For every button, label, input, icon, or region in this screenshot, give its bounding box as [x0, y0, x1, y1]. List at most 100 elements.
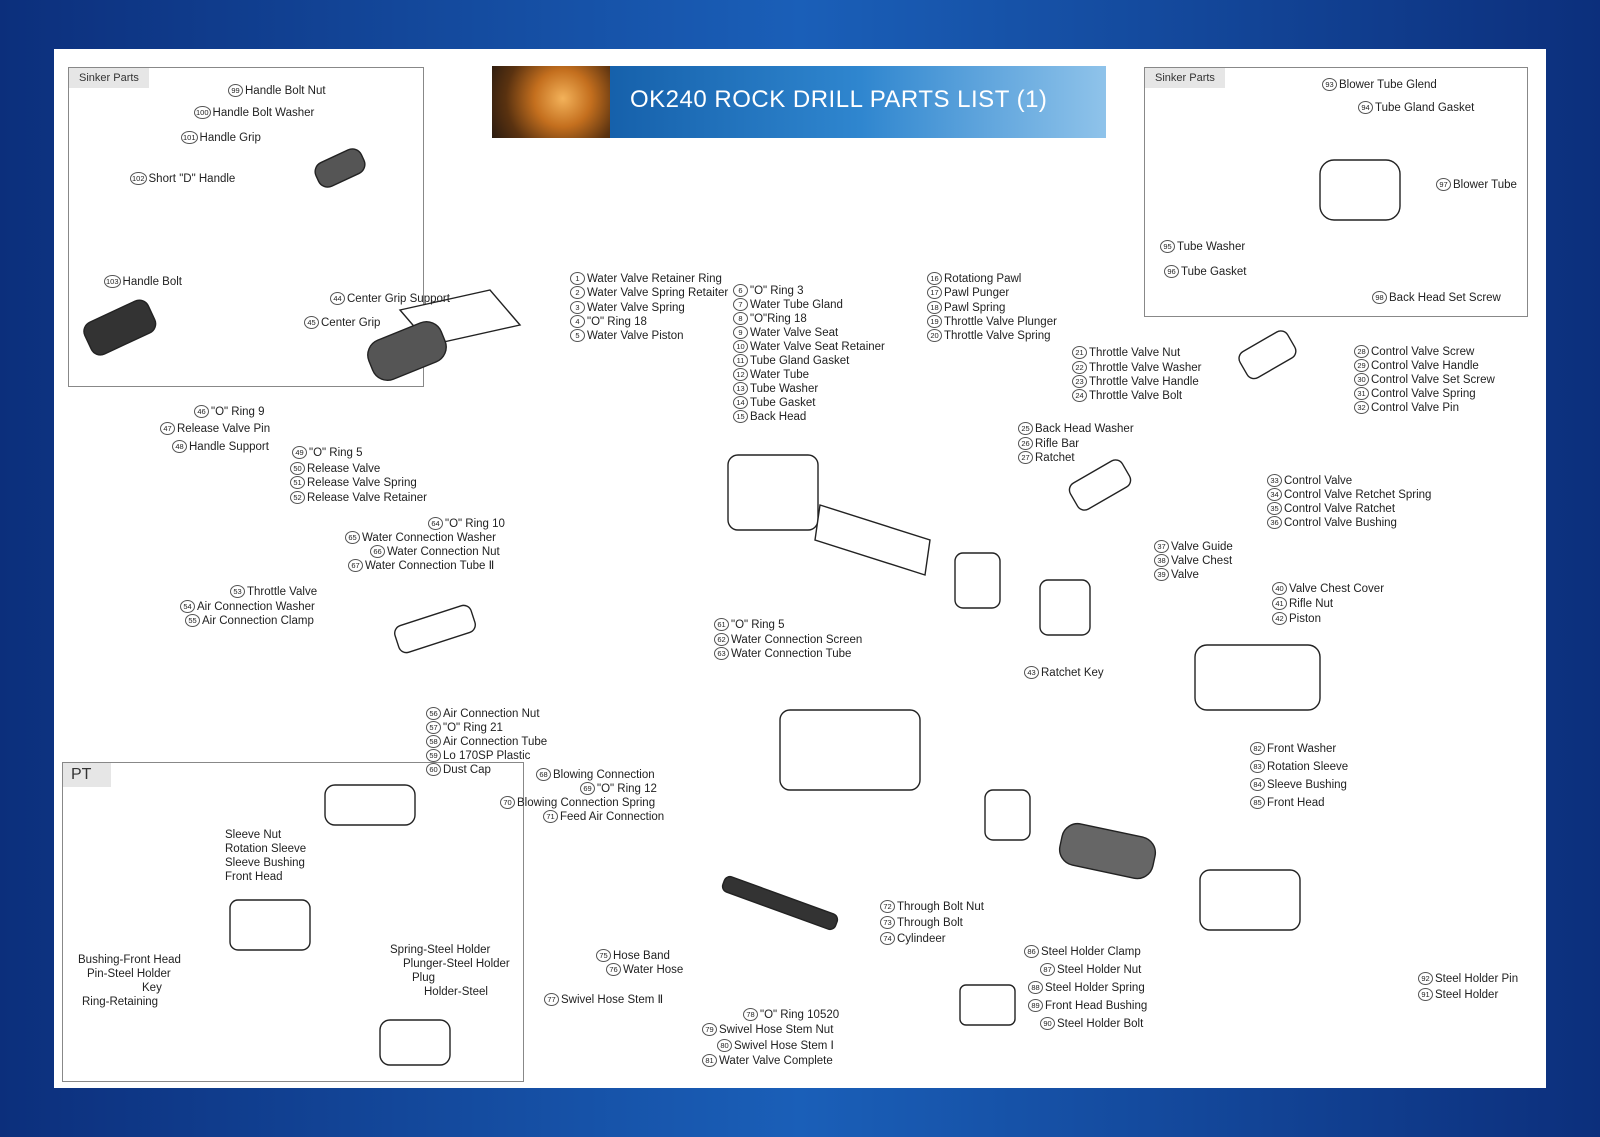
- pt-part-label: Sleeve Nut: [225, 829, 282, 841]
- part-number: 21: [1072, 346, 1087, 359]
- part-number: 62: [714, 633, 729, 646]
- part-name: Water Connection Tube: [731, 648, 852, 660]
- part-number: 23: [1072, 375, 1087, 388]
- part-number: 47: [160, 422, 175, 435]
- part-number: 95: [1160, 240, 1175, 253]
- part-name: Throttle Valve Nut: [1089, 347, 1181, 359]
- part-number: 76: [606, 963, 621, 976]
- handle-grip-bottom-part: [83, 299, 157, 356]
- part-name: Pawl Punger: [944, 287, 1010, 299]
- part-number: 42: [1272, 612, 1287, 625]
- part-number: 30: [1354, 373, 1369, 386]
- part-name: Back Head Washer: [1035, 423, 1134, 435]
- part-name: Tube Gasket: [750, 397, 816, 409]
- part-name: Water Connection Washer: [362, 532, 497, 544]
- part-number: 11: [733, 354, 748, 367]
- part-name: Handle Grip: [199, 132, 261, 144]
- part-number: 3: [570, 301, 585, 314]
- cylinder-part: [779, 709, 921, 791]
- pt-holder-steel-part: [379, 1019, 451, 1066]
- part-number: 34: [1267, 488, 1282, 501]
- pt-part-label: Front Head: [225, 871, 283, 883]
- part-name: "O" Ring 21: [443, 722, 503, 734]
- part-number: 51: [290, 476, 305, 489]
- part-number: 60: [426, 763, 441, 776]
- part-number: 28: [1354, 345, 1369, 358]
- water-hose-part: [721, 875, 839, 931]
- part-name: Control Valve Retchet Spring: [1284, 489, 1432, 501]
- part-number: 20: [927, 329, 942, 342]
- part-number: 61: [714, 618, 729, 631]
- part-number: 45: [304, 316, 319, 329]
- pt-part-label: Ring-Retaining: [82, 996, 159, 1008]
- part-number: 70: [500, 796, 515, 809]
- part-number: 87: [1040, 963, 1055, 976]
- part-number: 84: [1250, 778, 1265, 791]
- pt-part-label: Plug: [412, 972, 436, 984]
- part-number: 50: [290, 462, 305, 475]
- part-name: Air Connection Tube: [443, 736, 548, 748]
- part-number: 80: [717, 1039, 732, 1052]
- part-name: Blowing Connection Spring: [517, 797, 656, 809]
- part-label-6: 6"O" Ring 3: [733, 284, 804, 298]
- part-number: 35: [1267, 502, 1282, 515]
- pt-tag: PT: [63, 763, 112, 787]
- center-grip-part: [367, 321, 447, 381]
- throttle-valve-part: [394, 604, 476, 654]
- part-number: 37: [1154, 540, 1169, 553]
- part-number: 8: [733, 312, 748, 325]
- part-name: "O"Ring 18: [750, 313, 807, 325]
- part-number: 46: [194, 405, 209, 418]
- part-name: Water Valve Retainer Ring: [587, 273, 722, 285]
- part-name: Tube Gland Gasket: [750, 355, 850, 367]
- part-name: Water Valve Spring Retaiter: [587, 287, 729, 299]
- part-name: Lo 170SP Plastic: [443, 750, 531, 762]
- part-number: 26: [1018, 437, 1033, 450]
- part-name: Water Connection Tube Ⅱ: [365, 560, 495, 572]
- piston-part: [1194, 644, 1321, 711]
- part-name: Control Valve Spring: [1371, 388, 1476, 400]
- part-number: 4: [570, 315, 585, 328]
- part-number: 41: [1272, 597, 1287, 610]
- part-number: 32: [1354, 401, 1369, 414]
- part-number: 63: [714, 647, 729, 660]
- part-number: 71: [543, 810, 558, 823]
- part-name: Steel Holder Nut: [1057, 964, 1142, 976]
- part-number: 29: [1354, 359, 1369, 372]
- pt-part-label: Sleeve Bushing: [225, 857, 305, 869]
- part-number: 89: [1028, 999, 1043, 1012]
- part-name: Release Valve Pin: [177, 423, 271, 435]
- part-name: Cylindeer: [897, 933, 946, 945]
- part-name: "O" Ring 10520: [760, 1009, 840, 1021]
- valve-chest-part: [1039, 579, 1091, 636]
- part-name: Water Tube: [750, 369, 810, 381]
- pt-part-label: Key: [142, 982, 162, 994]
